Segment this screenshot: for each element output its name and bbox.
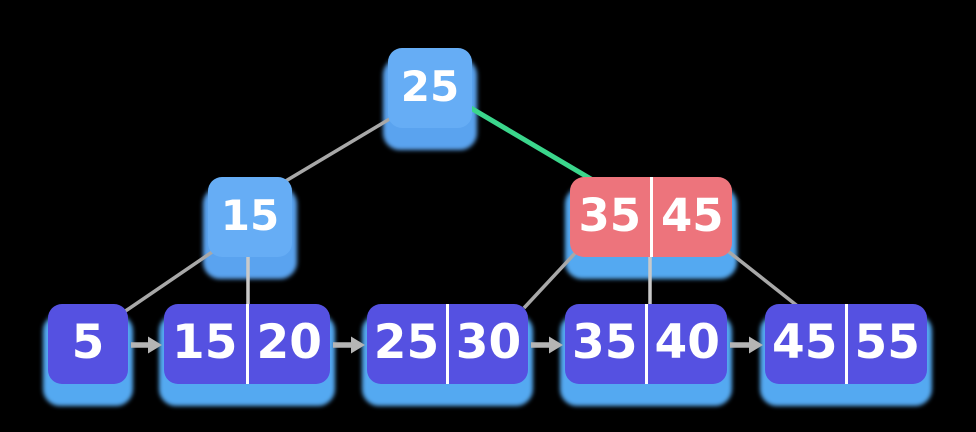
tree-node-leaf-5: 5 xyxy=(48,304,128,384)
key-divider xyxy=(446,304,449,384)
arrowhead-icon xyxy=(749,336,763,354)
tree-edge-root-25-to-internal-35-45-highlighted xyxy=(462,101,598,185)
key-divider xyxy=(644,304,648,384)
tree-node-leaf-35-40: 35 40 xyxy=(565,304,727,384)
leaf-link-arrow-leaf-5-to-leaf-15-20 xyxy=(131,336,162,354)
leaf-link-arrow-leaf-15-20-to-leaf-25-30 xyxy=(333,336,365,354)
node-key-30: 30 xyxy=(455,315,522,370)
key-divider xyxy=(245,304,249,384)
tree-edge-root-25-to-internal-15 xyxy=(283,112,399,184)
arrowhead-icon xyxy=(148,336,162,354)
tree-node-leaf-25-30: 25 30 xyxy=(367,304,528,384)
node-key-55: 55 xyxy=(854,315,920,370)
tree-node-root-25: 25 xyxy=(388,48,472,128)
node-key-5: 5 xyxy=(71,315,105,370)
tree-node-leaf-45-55: 45 55 xyxy=(765,304,927,384)
tree-edge-internal-35-45-to-leaf-25-30 xyxy=(522,248,580,310)
node-key-15: 15 xyxy=(172,315,238,370)
tree-node-internal-35-45: 35 45 xyxy=(570,177,732,257)
node-key-15: 15 xyxy=(220,190,280,240)
node-key-25: 25 xyxy=(373,315,440,370)
node-key-35: 35 xyxy=(578,189,642,242)
leaf-link-arrow-leaf-25-30-to-leaf-35-40 xyxy=(531,336,563,354)
key-divider xyxy=(649,177,653,257)
tree-node-internal-15: 15 xyxy=(208,177,292,257)
node-key-35: 35 xyxy=(572,315,638,370)
leaf-link-arrow-leaf-35-40-to-leaf-45-55 xyxy=(730,336,763,354)
arrowhead-icon xyxy=(549,336,563,354)
tree-edge-internal-15-to-leaf-5 xyxy=(123,246,219,314)
tree-edge-internal-35-45-to-leaf-45-55 xyxy=(722,246,802,310)
node-key-25: 25 xyxy=(400,61,460,111)
arrowhead-icon xyxy=(351,336,365,354)
node-key-45: 45 xyxy=(660,189,724,242)
node-key-20: 20 xyxy=(256,315,322,370)
node-key-40: 40 xyxy=(654,315,720,370)
key-divider xyxy=(844,304,848,384)
node-key-45: 45 xyxy=(772,315,838,370)
